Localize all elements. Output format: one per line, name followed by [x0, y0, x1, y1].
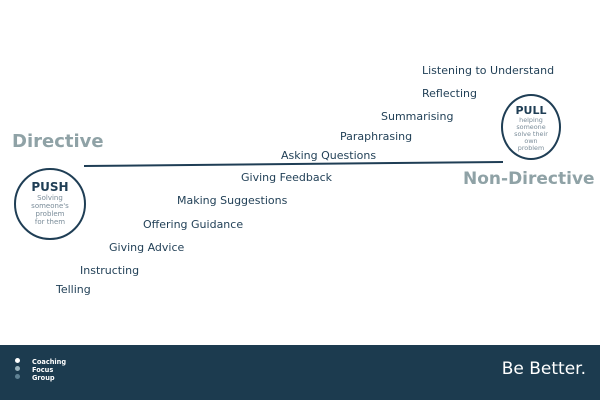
- step-offering-guidance: Offering Guidance: [143, 218, 244, 231]
- logo-dot: [15, 366, 20, 371]
- push-circle: PUSH Solving someone's problem for them: [14, 168, 86, 240]
- brand-line: Focus: [32, 366, 54, 374]
- step-paraphrasing: Paraphrasing: [340, 130, 413, 143]
- brand-line: Group: [32, 374, 55, 382]
- spectrum-connector-line: [83, 161, 504, 167]
- connector-line: [83, 161, 504, 167]
- pull-description-line: helping: [519, 116, 543, 124]
- tagline: Be Better.: [501, 359, 586, 379]
- brand-line: Coaching: [32, 358, 67, 366]
- step-asking-questions: Asking Questions: [281, 149, 377, 162]
- pull-title: PULL: [515, 104, 547, 117]
- logo-dot: [15, 358, 20, 363]
- step-making-suggestions: Making Suggestions: [177, 194, 288, 207]
- step-listening-to-understand: Listening to Understand: [422, 64, 555, 77]
- step-giving-feedback: Giving Feedback: [241, 171, 332, 184]
- push-description-line: for them: [34, 218, 66, 226]
- non-directive-label: Non-Directive: [463, 169, 595, 189]
- push-description-line: Solving: [37, 194, 63, 202]
- footer-bar: Coaching Focus Group Be Better.: [0, 345, 600, 400]
- push-title: PUSH: [31, 180, 69, 194]
- directive-label: Directive: [12, 131, 104, 152]
- step-telling: Telling: [56, 283, 91, 296]
- pull-description-line: own: [524, 137, 538, 145]
- push-description-line: problem: [35, 210, 65, 218]
- pull-description-line: someone: [516, 123, 546, 131]
- step-instructing: Instructing: [80, 264, 140, 277]
- step-giving-advice: Giving Advice: [109, 241, 185, 254]
- spectrum-diagram: Directive PUSH Solving someone's problem…: [12, 64, 595, 296]
- step-reflecting: Reflecting: [422, 87, 477, 100]
- pull-description-line: problem: [517, 144, 545, 152]
- logo-dot: [15, 374, 20, 379]
- brand-logo: Coaching Focus Group: [32, 358, 66, 382]
- pull-circle: PULL helping someone solve their own pro…: [501, 94, 561, 160]
- logo-dots-icon: [15, 358, 21, 382]
- pull-description-line: solve their: [514, 130, 548, 138]
- step-summarising: Summarising: [381, 110, 454, 123]
- push-description-line: someone's: [31, 202, 69, 210]
